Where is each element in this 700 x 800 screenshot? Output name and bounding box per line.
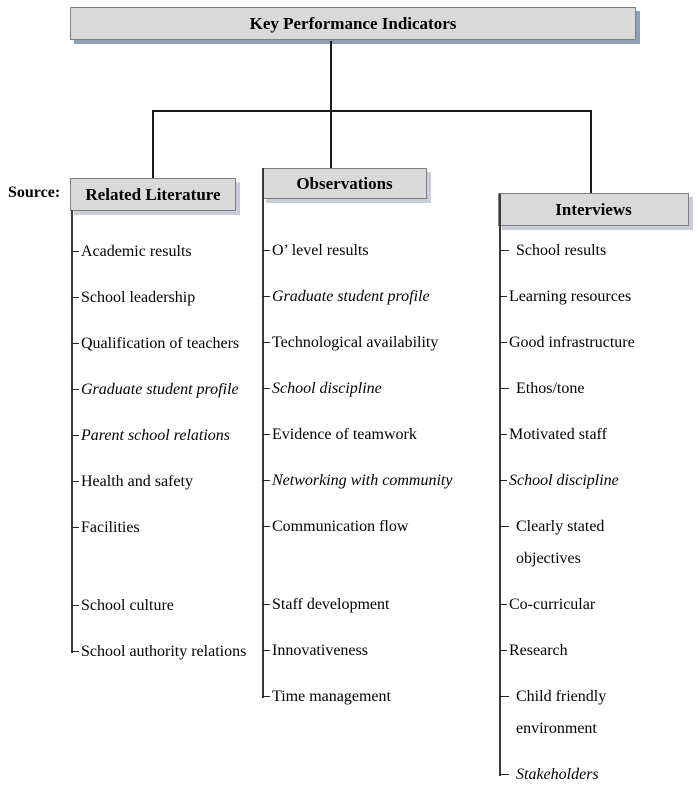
- title-box: Key Performance Indicators: [70, 7, 636, 40]
- column-header-label: Interviews: [555, 199, 632, 219]
- list-item: Innovativeness: [262, 635, 484, 667]
- connector-drop-left: [152, 110, 154, 179]
- list-item: Evidence of teamwork: [262, 419, 484, 451]
- list-item: Health and safety: [71, 466, 281, 498]
- column-header-label: Observations: [296, 173, 393, 193]
- connector-vertical-top: [330, 41, 332, 110]
- list-item: Co-curricular: [499, 589, 689, 621]
- list-item: School results: [499, 235, 689, 267]
- header-box-related-literature: Related Literature: [70, 178, 236, 211]
- list-item: Graduate student profile: [262, 281, 484, 313]
- spine-related-literature: [71, 210, 73, 653]
- list-item: Technological availability: [262, 327, 484, 359]
- header-box-observations: Observations: [262, 168, 427, 199]
- list-item: Good infrastructure: [499, 327, 689, 359]
- list-item: School discipline: [262, 373, 484, 405]
- list-item: Motivated staff: [499, 419, 689, 451]
- list-item: Parent school relations: [71, 420, 281, 452]
- connector-drop-middle: [330, 110, 332, 169]
- list-item: Child friendly environment: [499, 681, 689, 745]
- connector-horizontal: [152, 110, 592, 112]
- source-label: Source:: [8, 184, 61, 201]
- list-item: School authority relations: [71, 636, 281, 668]
- spine-observations: [262, 168, 264, 698]
- list-item: O’ level results: [262, 235, 484, 267]
- list-item: Clearly stated objectives: [499, 511, 689, 575]
- header-box-interviews: Interviews: [498, 193, 689, 226]
- list-item: Stakeholders: [499, 759, 689, 791]
- page-title: Key Performance Indicators: [249, 13, 457, 33]
- connector-drop-right: [590, 110, 592, 194]
- list-item: Research: [499, 635, 689, 667]
- list-item: Networking with community: [262, 465, 484, 497]
- list-item: Academic results: [71, 236, 281, 268]
- list-item: Time management: [262, 681, 484, 713]
- list-item: School culture: [71, 590, 281, 622]
- list-item: Qualification of teachers: [71, 328, 281, 360]
- column-header-label: Related Literature: [85, 184, 221, 204]
- list-item: School discipline: [499, 465, 689, 497]
- list-item: Graduate student profile: [71, 374, 281, 406]
- spine-interviews: [499, 194, 501, 776]
- list-item: Ethos/tone: [499, 373, 689, 405]
- list-item: Staff development: [262, 589, 484, 621]
- list-item: Communication flow: [262, 511, 484, 543]
- list-item: School leadership: [71, 282, 281, 314]
- list-item: Learning resources: [499, 281, 689, 313]
- list-item: Facilities: [71, 512, 281, 544]
